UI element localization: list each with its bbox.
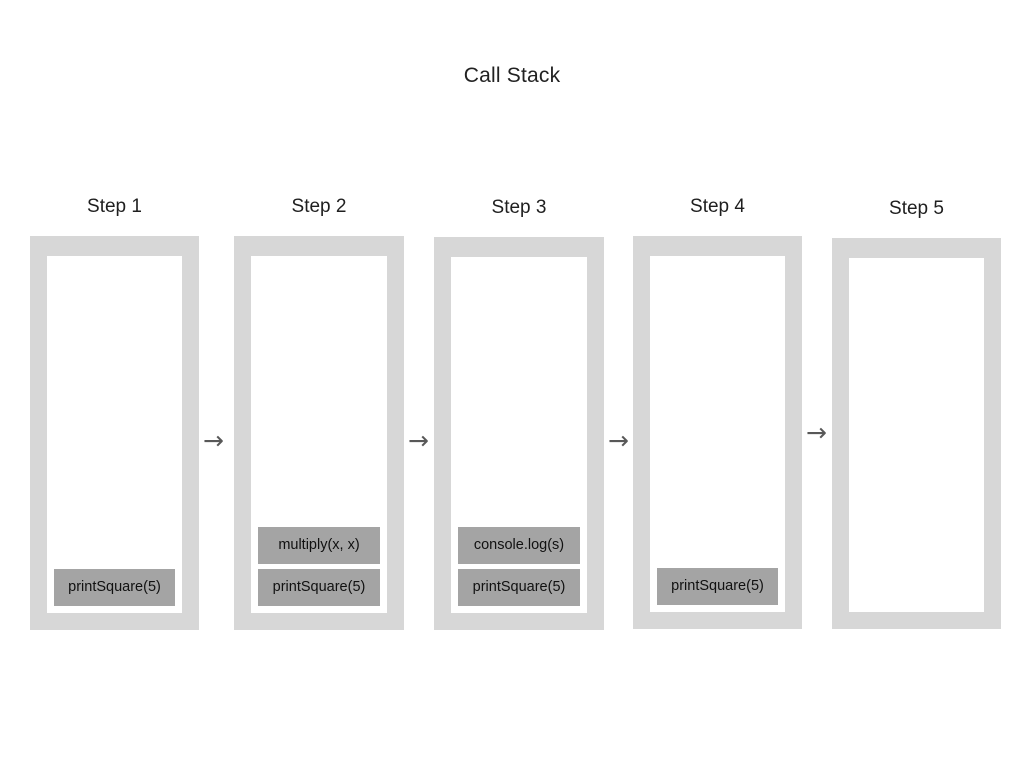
stack-frame-item[interactable]: printSquare(5) [54, 569, 175, 606]
call-stack-inner-3: console.log(s) printSquare(5) [451, 257, 587, 613]
stack-frame-item[interactable]: printSquare(5) [657, 568, 778, 605]
stack-frame-item[interactable]: console.log(s) [458, 527, 580, 564]
page-title: Call Stack [463, 64, 561, 87]
step-label-2: Step 2 [291, 196, 347, 217]
arrow-right-icon: → [408, 426, 429, 455]
stack-frame-item[interactable]: printSquare(5) [458, 569, 580, 606]
call-stack-inner-4: printSquare(5) [650, 256, 785, 612]
step-label-3: Step 3 [491, 197, 547, 218]
stack-frame-item[interactable]: printSquare(5) [258, 569, 380, 606]
arrow-right-icon: → [608, 426, 629, 455]
call-stack-frame-4: printSquare(5) [633, 236, 802, 629]
arrow-right-icon: → [203, 426, 224, 455]
call-stack-frame-3: console.log(s) printSquare(5) [434, 237, 604, 630]
step-label-4: Step 4 [690, 196, 745, 217]
call-stack-frame-1: printSquare(5) [30, 236, 199, 630]
call-stack-inner-2: multiply(x, x) printSquare(5) [251, 256, 387, 613]
call-stack-inner-5 [849, 258, 984, 612]
call-stack-frame-5 [832, 238, 1001, 629]
call-stack-frame-2: multiply(x, x) printSquare(5) [234, 236, 404, 630]
stack-frame-item[interactable]: multiply(x, x) [258, 527, 380, 564]
step-label-1: Step 1 [87, 196, 142, 217]
step-label-5: Step 5 [889, 198, 944, 219]
call-stack-inner-1: printSquare(5) [47, 256, 182, 613]
arrow-right-icon: → [806, 418, 827, 447]
